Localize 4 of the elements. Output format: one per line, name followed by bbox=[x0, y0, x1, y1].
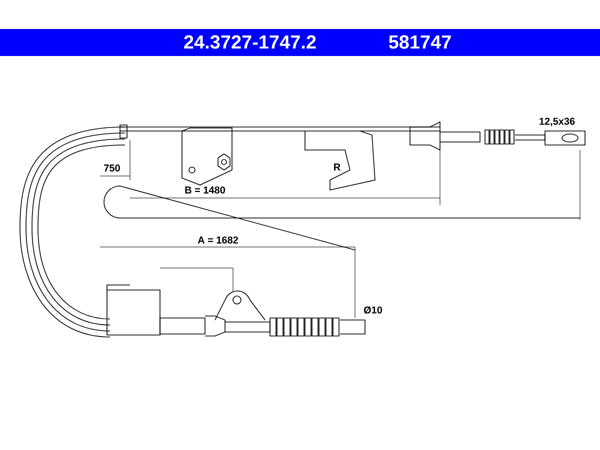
dimension-label: Ø10 bbox=[362, 305, 384, 315]
part-number: 581747 bbox=[388, 35, 451, 49]
part-number: 24.3727-1747.2 bbox=[184, 35, 316, 49]
dimension-label: 12,5x36 bbox=[538, 116, 576, 128]
